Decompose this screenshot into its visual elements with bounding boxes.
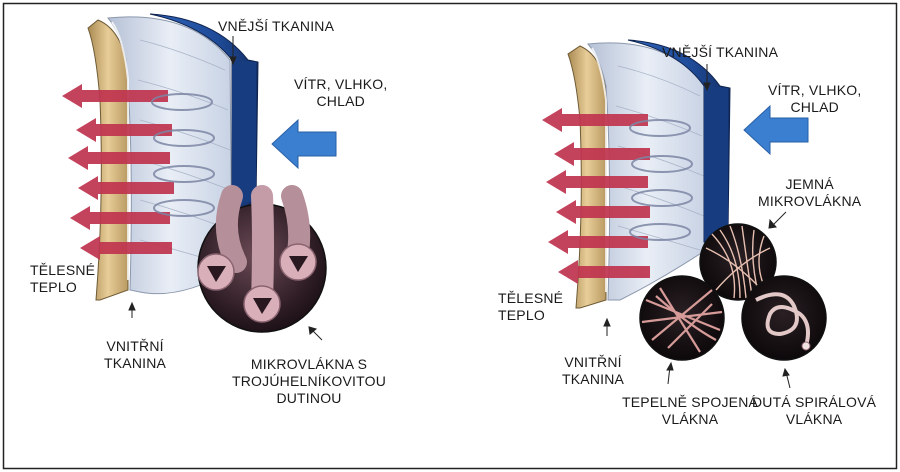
spiral-fiber-label: DUTÁ SPIRÁLOVÁ VLÁKNA [752,394,876,428]
wind-arrow-left [272,120,336,168]
bonded-fiber-disc [640,276,724,360]
inner-fabric-label-left: VNITŘNÍ TKANINA [104,338,166,372]
outer-fabric-label-right: VNĚJŠÍ TKANINA [662,44,778,61]
left-panel [62,14,336,340]
bonded-fiber-label: TEPELNĚ SPOJENÁ VLÁKNA [622,394,758,428]
spiral-fiber-disc [742,276,826,360]
triangular-microfiber-disc [198,196,326,332]
body-heat-label-right: TĚLESNÉ TEPLO [498,290,563,324]
body-heat-label-left: TĚLESNÉ TEPLO [30,262,95,296]
outer-fabric-edge [704,86,728,238]
outer-fabric-edge [232,60,256,206]
inner-fabric-label-right: VNITŘNÍ TKANINA [562,354,624,388]
weather-label-right: VÍTR, VLHKO, CHLAD [768,82,861,116]
triangular-fiber-label: MIKROVLÁKNA S TROJÚHELNÍKOVITOU DUTINOU [232,356,386,407]
weather-label-left: VÍTR, VLHKO, CHLAD [294,76,387,110]
fine-fiber-label: JEMNÁ MIKROVLÁKNA [758,176,861,210]
outer-fabric-label-left: VNĚJŠÍ TKANINA [218,18,334,35]
